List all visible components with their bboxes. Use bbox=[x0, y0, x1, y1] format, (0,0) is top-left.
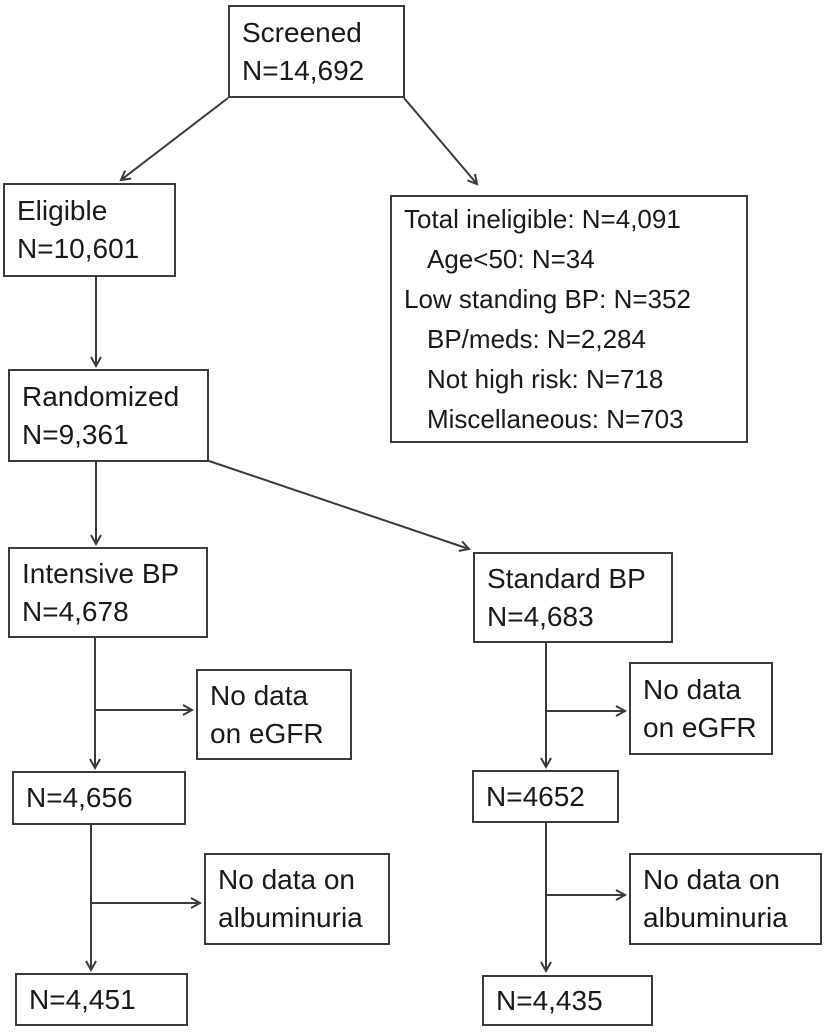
node-intensive-bp-count: N=4,678 bbox=[22, 595, 129, 627]
node-eligible-count: N=10,601 bbox=[17, 233, 140, 264]
node-standard-bp-count: N=4,683 bbox=[487, 600, 594, 632]
node-ineligible: Total ineligible: N=4,091 Age<50: N=34 L… bbox=[390, 195, 748, 443]
node-egfr-count-standard: N=4652 bbox=[472, 770, 619, 823]
node-standard-bp: Standard BP N=4,683 bbox=[473, 552, 673, 643]
node-randomized-count: N=9,361 bbox=[22, 418, 129, 450]
egfr-count-intensive-value: N=4,656 bbox=[26, 782, 133, 813]
ineligible-not-high-risk-line: Not high risk: N=718 bbox=[427, 364, 664, 394]
alb-count-intensive-value: N=4,451 bbox=[29, 983, 136, 1015]
ineligible-total-line: Total ineligible: N=4,091 bbox=[404, 204, 681, 234]
node-screened: Screened N=14,692 bbox=[228, 5, 405, 98]
node-randomized: Randomized N=9,361 bbox=[8, 369, 209, 462]
node-no-egfr-intensive: No data on eGFR bbox=[196, 669, 352, 760]
alb-count-standard-value: N=4,435 bbox=[496, 984, 603, 1016]
arrow-randomized-to-standard bbox=[208, 460, 471, 552]
no-egfr-intensive-line1: No data bbox=[210, 679, 309, 711]
no-egfr-standard-line2: on eGFR bbox=[643, 711, 757, 743]
node-eligible-label: Eligible bbox=[17, 195, 108, 226]
ineligible-miscellaneous-line: Miscellaneous: N=703 bbox=[427, 404, 684, 434]
no-alb-intensive-line2: albuminuria bbox=[218, 902, 363, 933]
node-no-egfr-standard: No data on eGFR bbox=[629, 662, 773, 755]
node-standard-bp-label: Standard BP bbox=[487, 562, 646, 594]
node-albuminuria-count-intensive: N=4,451 bbox=[15, 973, 188, 1026]
node-albuminuria-count-standard: N=4,435 bbox=[482, 975, 653, 1026]
node-screened-label: Screened bbox=[242, 16, 362, 48]
ineligible-bp-meds-line: BP/meds: N=2,284 bbox=[427, 324, 646, 354]
node-eligible: Eligible N=10,601 bbox=[3, 183, 176, 277]
node-screened-count: N=14,692 bbox=[242, 54, 365, 86]
no-egfr-standard-line1: No data bbox=[643, 673, 742, 705]
ineligible-low-bp-line: Low standing BP: N=352 bbox=[404, 284, 691, 314]
no-alb-standard-line2: albuminuria bbox=[643, 902, 788, 933]
node-no-albuminuria-intensive: No data on albuminuria bbox=[204, 853, 390, 945]
node-intensive-bp: Intensive BP N=4,678 bbox=[8, 547, 208, 638]
no-alb-standard-line1: No data on bbox=[643, 864, 780, 895]
arrow-screened-to-ineligible bbox=[403, 97, 479, 186]
ineligible-age-line: Age<50: N=34 bbox=[427, 244, 595, 274]
node-randomized-label: Randomized bbox=[22, 380, 180, 412]
node-egfr-count-intensive: N=4,656 bbox=[12, 771, 186, 825]
no-egfr-intensive-line2: on eGFR bbox=[210, 717, 324, 749]
egfr-count-standard-value: N=4652 bbox=[486, 780, 585, 812]
no-alb-intensive-line1: No data on bbox=[218, 864, 355, 895]
arrow-screened-to-eligible bbox=[119, 97, 229, 182]
node-no-albuminuria-standard: No data on albuminuria bbox=[629, 853, 822, 945]
node-intensive-bp-label: Intensive BP bbox=[22, 557, 180, 589]
